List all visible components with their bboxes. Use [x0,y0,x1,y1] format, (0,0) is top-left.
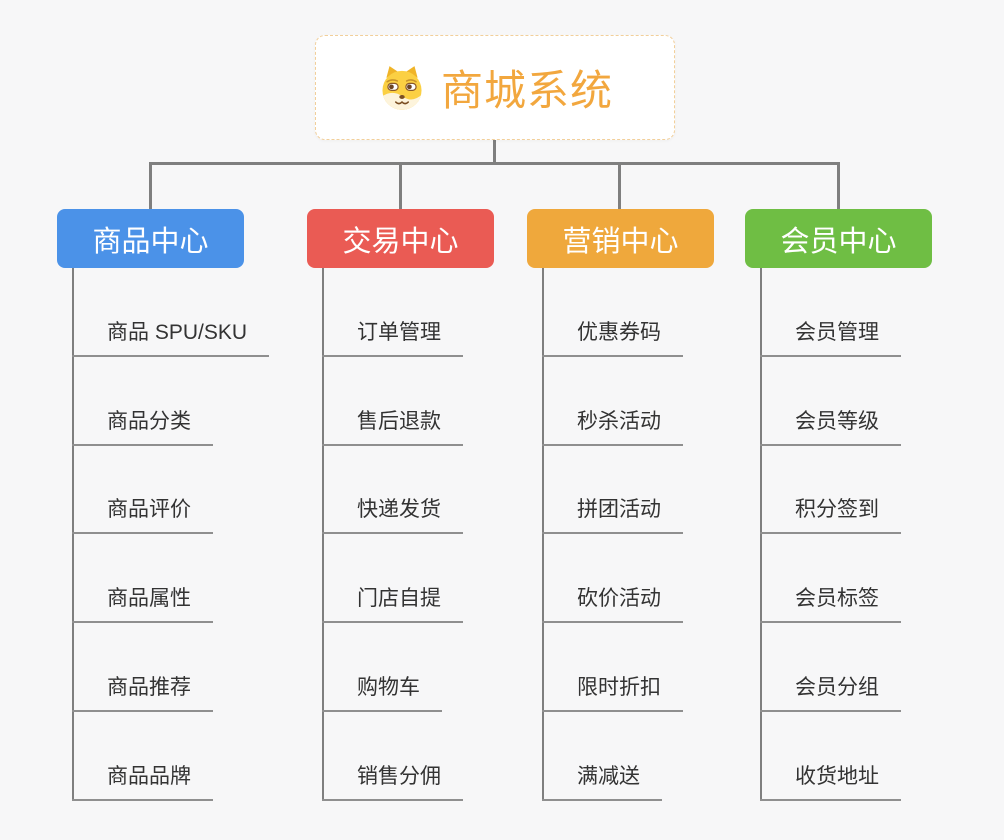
connector-root-stub [493,139,496,163]
root-node[interactable]: 商城系统 [315,35,675,140]
topic-item[interactable]: 售后退款 [322,407,463,446]
branch-node-products[interactable]: 商品中心 [57,209,244,268]
branch-label: 交易中心 [342,225,459,258]
connector-branch-stub [618,162,621,209]
topic-item[interactable]: 满减送 [542,762,662,801]
topic-item[interactable]: 商品分类 [72,407,213,446]
branch-node-trade[interactable]: 交易中心 [307,209,494,268]
topic-item[interactable]: 快递发货 [322,495,463,534]
topic-item[interactable]: 商品 SPU/SKU [72,318,270,357]
connector-dropline [322,268,324,801]
topic-item[interactable]: 销售分佣 [322,762,463,801]
topic-item[interactable]: 拼团活动 [542,495,683,534]
topic-item[interactable]: 订单管理 [322,318,463,357]
topic-item[interactable]: 商品属性 [72,584,213,623]
topic-item[interactable]: 优惠券码 [542,318,683,357]
branch-label: 会员中心 [780,225,897,258]
branch-label: 商品中心 [92,225,209,258]
root-title: 商城系统 [440,67,613,114]
topic-item[interactable]: 积分签到 [760,495,901,534]
topic-item[interactable]: 限时折扣 [542,673,683,712]
topic-item[interactable]: 会员分组 [760,673,901,712]
connector-branch-stub [399,162,402,209]
branch-node-marketing[interactable]: 营销中心 [527,209,714,268]
dog-face-icon [377,63,427,113]
connector-dropline [760,268,762,801]
topic-item[interactable]: 收货地址 [760,762,901,801]
topic-item[interactable]: 商品评价 [72,495,213,534]
topic-item[interactable]: 门店自提 [322,584,463,623]
connector-trunk [149,162,840,165]
connector-dropline [542,268,544,801]
connector-branch-stub [837,162,840,209]
connector-branch-stub [149,162,152,209]
topic-item[interactable]: 商品推荐 [72,673,213,712]
connector-dropline [72,268,74,801]
topic-item[interactable]: 砍价活动 [542,584,683,623]
topic-item[interactable]: 秒杀活动 [542,407,683,446]
topic-item[interactable]: 会员管理 [760,318,901,357]
topic-item[interactable]: 会员等级 [760,407,901,446]
topic-item[interactable]: 商品品牌 [72,762,213,801]
branch-label: 营销中心 [562,225,679,258]
topic-item[interactable]: 购物车 [322,673,442,712]
topic-item[interactable]: 会员标签 [760,584,901,623]
branch-node-members[interactable]: 会员中心 [745,209,932,268]
